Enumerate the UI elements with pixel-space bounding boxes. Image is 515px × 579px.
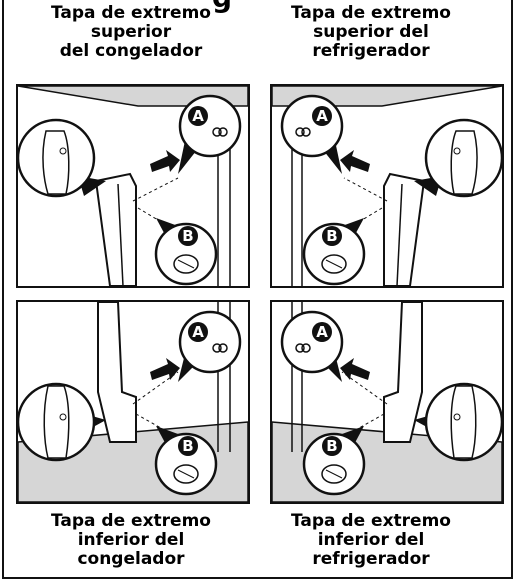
caption-top-right: Tapa de extremo superior del refrigerado… [291,3,451,61]
caption-bottom-left: Tapa de extremo inferior del congelador [51,511,211,569]
arrow-icon [340,150,370,172]
badge-b: B [326,437,337,455]
door-handle [97,302,137,443]
badge-b-icon [322,226,342,246]
badge-b-icon [178,226,198,246]
freezer-bottom-illustration: A B [18,302,248,502]
badge-a-icon [188,322,208,342]
part-b-callout [154,222,218,286]
caption-top-left: Tapa de extremo superior del congelador [51,3,211,61]
panel-fridge-top: A B [270,84,504,288]
door-handle [383,172,426,286]
badge-b: B [326,227,337,245]
partial-title: g [212,0,232,12]
badge-b-icon [322,436,342,456]
fridge-top-illustration: A B [272,86,502,286]
badge-b: B [182,227,193,245]
part-a-callout [280,310,344,374]
door-handle [94,172,137,286]
part-a-callout [178,94,242,158]
badge-a: A [316,107,328,125]
caption-bottom-right: Tapa de extremo inferior del refrigerado… [291,511,451,569]
panel-freezer-bottom: A B [16,300,250,504]
freezer-top-illustration: A B [18,86,248,286]
badge-a: A [192,323,204,341]
part-a-callout [280,94,344,158]
badge-a-icon [312,322,332,342]
panel-freezer-top: A B [16,84,250,288]
fridge-bottom-illustration: A B [272,302,502,502]
badge-b: B [182,437,193,455]
panel-fridge-bottom: A B [270,300,504,504]
part-b-callout [302,432,366,496]
badge-a: A [316,323,328,341]
door-handle [383,302,423,443]
ceiling-shade [18,86,248,107]
badge-a-icon [188,106,208,126]
part-b-callout [154,432,218,496]
arrow-icon [150,150,180,172]
badge-a: A [192,107,204,125]
arrow-icon [340,358,370,380]
badge-a-icon [312,106,332,126]
arrow-icon [150,358,180,380]
badge-b-icon [178,436,198,456]
part-b-callout [302,222,366,286]
part-a-callout [178,310,242,374]
